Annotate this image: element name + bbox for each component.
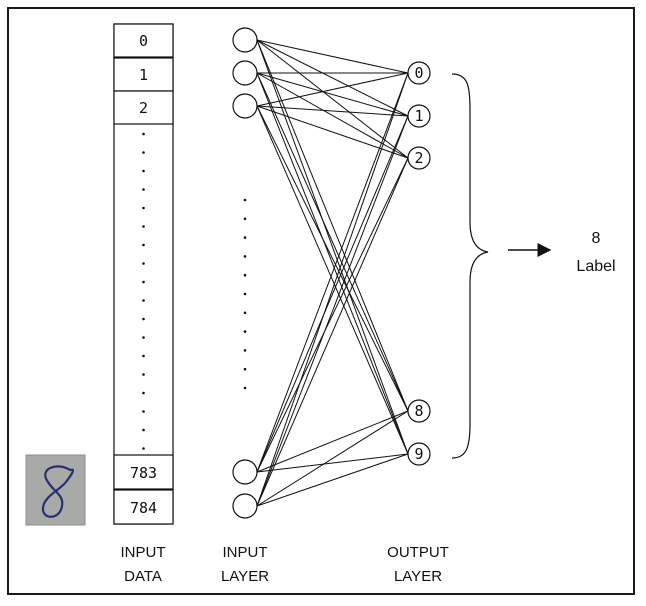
input-layer-node <box>232 493 258 519</box>
ellipsis-dot <box>142 132 145 136</box>
input-layer-node <box>232 459 258 485</box>
ellipsis-dot <box>142 336 145 339</box>
connection-line <box>256 157 409 473</box>
output-layer-node <box>407 442 431 466</box>
ellipsis-dot <box>142 373 145 376</box>
connection-line <box>256 72 409 117</box>
ellipsis-dot <box>243 217 247 221</box>
input-data-cell-label: 1 <box>139 66 148 84</box>
connection-line <box>256 410 409 473</box>
input-layer-ellipsis <box>243 198 247 390</box>
ellipsis-dot <box>243 255 247 258</box>
input-data-cell <box>113 23 174 58</box>
connection-line <box>256 115 409 473</box>
connection-line <box>256 105 409 159</box>
ellipsis-dot <box>243 273 247 277</box>
connection-line <box>256 39 409 117</box>
caption-input-layer-line2: LAYER <box>221 568 269 585</box>
input-data-cell-label: 0 <box>139 32 148 50</box>
ellipsis-dot <box>142 447 145 450</box>
ellipsis-dot <box>142 280 145 284</box>
connection-line <box>256 39 409 159</box>
ellipsis-dot <box>142 262 145 265</box>
input-data-cell <box>113 90 174 125</box>
connection-line <box>256 105 409 117</box>
input-layer-node <box>232 93 258 119</box>
ellipsis-dot <box>243 292 247 296</box>
result-value: 8 <box>592 230 601 247</box>
ellipsis-dot <box>142 299 145 302</box>
ellipsis-dot <box>243 198 247 202</box>
connection-line <box>256 72 409 412</box>
connection-line <box>256 72 409 455</box>
ellipsis-dot <box>142 410 145 413</box>
connection-line <box>256 39 409 412</box>
caption-input-data-line2: DATA <box>124 568 162 585</box>
input-data-cell-label: 783 <box>130 464 157 482</box>
caption-output-layer-line2: LAYER <box>394 568 442 585</box>
network-connections <box>256 39 409 507</box>
input-layer-node <box>232 27 258 53</box>
ellipsis-dot <box>243 349 247 352</box>
connection-line <box>256 410 409 507</box>
connection-line <box>256 157 409 507</box>
connection-line <box>256 453 409 473</box>
input-data-cell-label: 784 <box>130 499 157 517</box>
result-label: Label <box>576 258 615 275</box>
sample-digit-image <box>25 454 86 526</box>
ellipsis-dot <box>142 391 145 395</box>
connection-line <box>256 72 409 507</box>
output-layer-node <box>407 146 431 170</box>
diagram-frame <box>7 7 635 595</box>
connection-line <box>256 105 409 455</box>
connection-line <box>256 105 409 412</box>
connection-line <box>256 453 409 507</box>
caption-input-data-line1: INPUT <box>121 544 166 561</box>
input-data-cell <box>113 57 174 92</box>
input-data-column: 0 1 2 783 784 <box>113 23 174 525</box>
ellipsis-dot <box>142 225 145 228</box>
connection-line <box>256 72 409 159</box>
output-node-label: 9 <box>414 445 423 463</box>
output-layer-nodes: 0 1 2 8 9 <box>407 61 431 466</box>
ellipsis-dot <box>142 317 145 321</box>
ellipsis-dot <box>243 311 247 315</box>
input-data-cell-label: 2 <box>139 99 148 117</box>
ellipsis-dot <box>142 428 145 432</box>
ellipsis-dot <box>142 206 145 210</box>
connection-line <box>256 72 409 107</box>
ellipsis-dot <box>142 188 145 191</box>
ellipsis-dot <box>243 386 247 390</box>
connection-line <box>256 115 409 507</box>
ellipsis-dot <box>243 367 247 371</box>
output-layer-node <box>407 61 431 85</box>
input-data-cell <box>113 454 174 490</box>
caption-output-layer-line1: OUTPUT <box>387 544 449 561</box>
input-layer-node <box>232 60 258 86</box>
output-layer-node <box>407 104 431 128</box>
connection-line <box>256 39 409 74</box>
ellipsis-dot <box>142 243 145 247</box>
ellipsis-dot <box>142 354 145 358</box>
output-node-label: 1 <box>414 107 423 125</box>
input-layer-nodes <box>232 27 258 519</box>
output-layer-node <box>407 399 431 423</box>
output-brace <box>451 73 489 459</box>
caption-input-layer-line1: INPUT <box>223 544 268 561</box>
output-node-label: 0 <box>414 64 423 82</box>
ellipsis-dot <box>142 169 145 173</box>
ellipsis-dot <box>243 330 247 333</box>
output-node-label: 2 <box>414 149 423 167</box>
ellipsis-dot <box>142 151 145 154</box>
connection-line <box>256 39 409 455</box>
connection-line <box>256 72 409 473</box>
input-data-cell <box>113 489 174 525</box>
ellipsis-dot <box>243 236 247 239</box>
output-node-label: 8 <box>414 402 423 420</box>
